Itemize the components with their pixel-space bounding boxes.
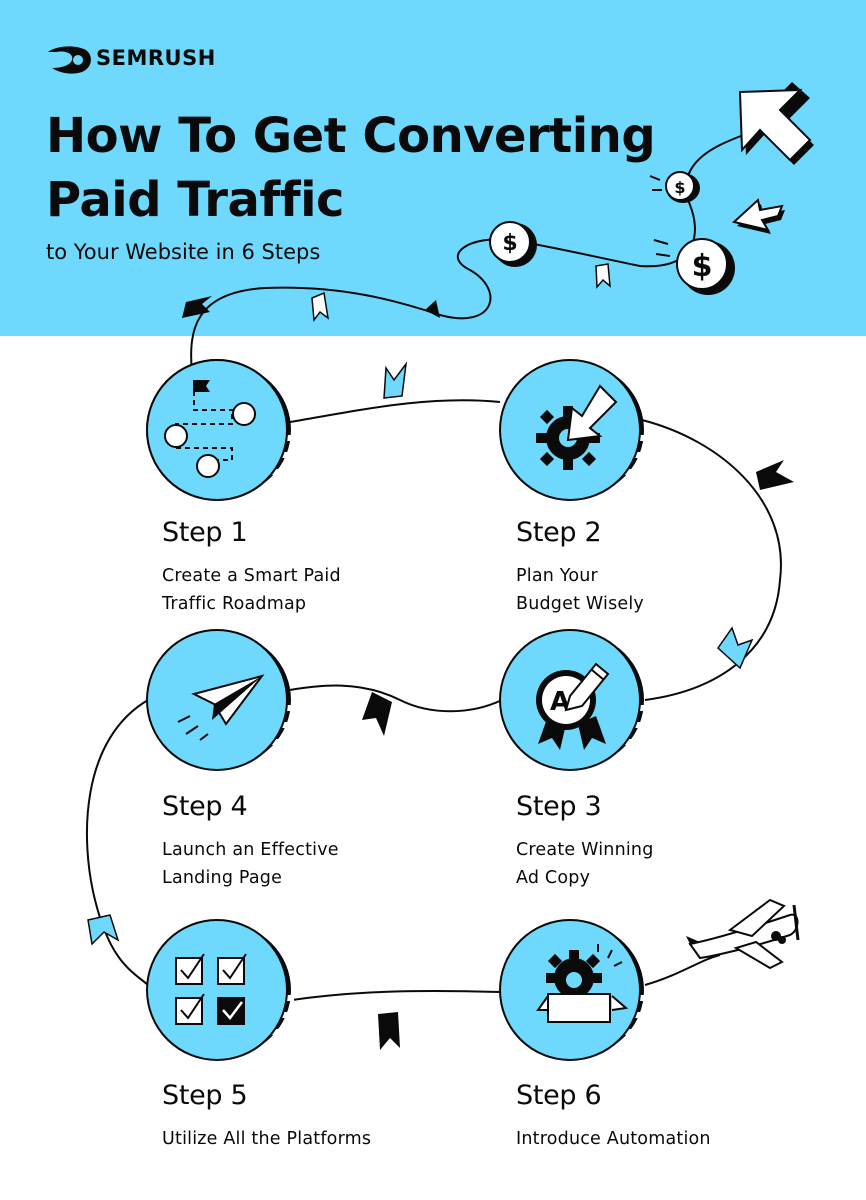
step-desc-line-2: Ad Copy	[516, 868, 591, 888]
ribbon-flag	[595, 263, 611, 289]
semrush-logo-spacer	[46, 44, 88, 72]
page-subtitle: to Your Website in 6 Steps	[46, 240, 321, 264]
dollar-coin-icon: $	[665, 171, 700, 203]
title-line-1: How To Get Converting	[46, 108, 656, 164]
step-1: Step 1 Create a Smart Paid Traffic Roadm…	[162, 517, 412, 618]
step-title: Step 4	[162, 791, 248, 822]
step-desc-line-1: Plan Your	[516, 566, 598, 586]
airplane-icon	[686, 898, 800, 970]
step-6-gear-box-icon	[499, 919, 646, 1061]
step-desc-line-2: Budget Wisely	[516, 594, 644, 614]
step-desc-line-2: Traffic Roadmap	[162, 594, 307, 614]
ribbon-flag	[756, 460, 794, 490]
ribbon-flag	[311, 291, 330, 323]
step-3-ad-badge-icon: A	[499, 629, 646, 771]
step-4-paper-plane-icon	[146, 629, 294, 771]
step-title: Step 1	[162, 517, 248, 548]
brand: SEMRUSH	[46, 44, 216, 72]
ribbon-flag	[362, 692, 392, 736]
step-1-roadmap-icon	[146, 359, 294, 501]
svg-text:$: $	[674, 178, 685, 197]
step-title: Step 6	[516, 1080, 602, 1111]
step-desc-line-2: Landing Page	[162, 868, 283, 888]
winding-path-main	[85, 399, 782, 1001]
step-title: Step 3	[516, 791, 602, 822]
dollar-coin-icon: $	[676, 238, 735, 295]
cursor-arrow-icon	[738, 82, 814, 165]
step-2: Step 2 Plan Your Budget Wisely	[516, 517, 766, 618]
ribbon-flag	[182, 296, 212, 318]
ribbon-flag	[383, 361, 408, 399]
ribbon-flag	[425, 300, 440, 318]
step-desc-line-1: Utilize All the Platforms	[162, 1129, 372, 1149]
ribbon-flag	[87, 914, 120, 946]
title-line-2: Paid Traffic	[46, 172, 345, 228]
step-desc-line-1: Launch an Effective	[162, 840, 339, 860]
step-4: Step 4 Launch an Effective Landing Page	[162, 791, 412, 892]
page-title: How To Get Converting Paid Traffic	[46, 104, 656, 232]
svg-text:A: A	[550, 687, 570, 717]
step-6: Step 6 Introduce Automation	[516, 1080, 816, 1153]
step-5: Step 5 Utilize All the Platforms	[162, 1080, 462, 1153]
step-5-checkboxes-icon	[146, 919, 294, 1061]
step-desc-line-1: Create Winning	[516, 840, 654, 860]
cursor-arrow-icon	[731, 198, 785, 234]
dollar-coin-icon: $	[489, 221, 537, 267]
step-2-gear-arrow-icon	[499, 359, 646, 501]
svg-text:$: $	[692, 249, 713, 284]
step-title: Step 5	[162, 1080, 248, 1111]
ribbon-flag	[717, 626, 754, 670]
step-3: Step 3 Create Winning Ad Copy	[516, 791, 766, 892]
brand-name: SEMRUSH	[96, 46, 216, 70]
step-title: Step 2	[516, 517, 602, 548]
step-desc-line-1: Introduce Automation	[516, 1129, 711, 1149]
svg-text:$: $	[502, 231, 517, 256]
ribbon-flag	[378, 1012, 400, 1050]
semrush-logo-icon	[48, 46, 91, 74]
step-desc-line-1: Create a Smart Paid	[162, 566, 341, 586]
